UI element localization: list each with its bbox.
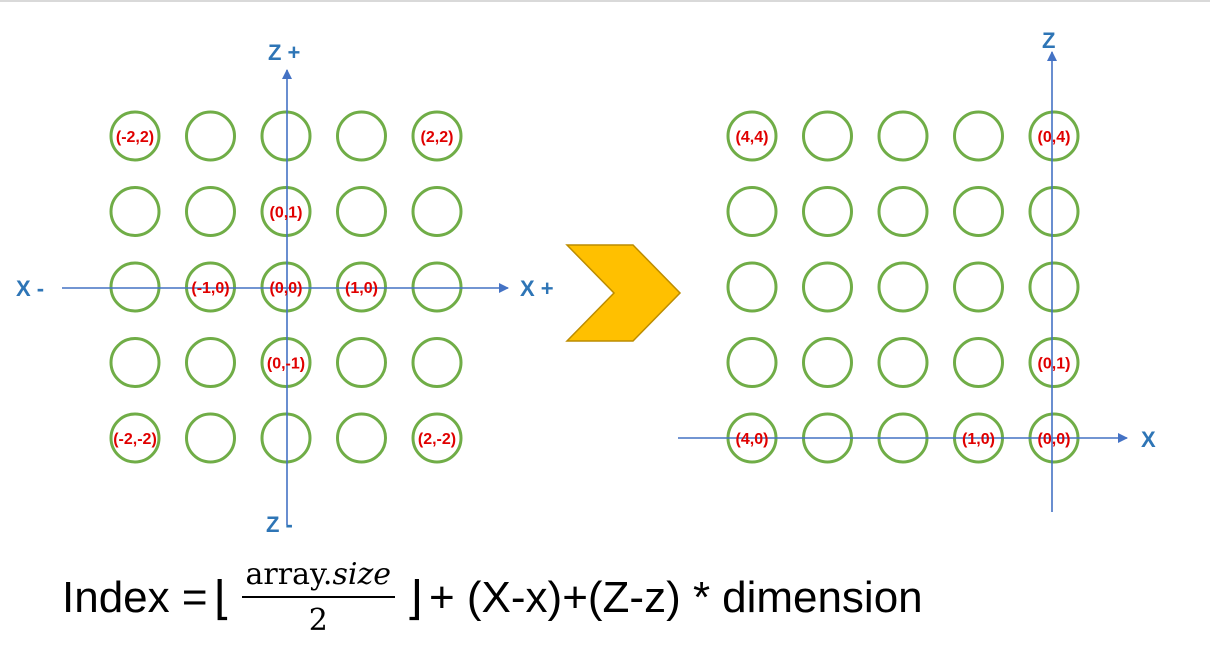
grid-circle	[336, 337, 387, 388]
left-grid-labels: (-2,2) (2,2) (0,1) (-1,0) (0,0) (1,0) (0,-1) (-…	[113, 129, 456, 448]
grid-circle	[802, 110, 853, 162]
grid-circle	[953, 110, 1004, 162]
chevron-right-icon	[565, 244, 682, 342]
grid-circle	[336, 186, 387, 237]
grid-circle	[1028, 337, 1080, 388]
grid-circle	[877, 337, 929, 388]
grid-circle	[802, 261, 853, 313]
grid-circle	[802, 186, 853, 237]
grid-circle	[411, 186, 463, 237]
formula-lhs: Index =	[62, 573, 208, 622]
grid-circle	[185, 186, 236, 237]
right-grid-labels: (4,4) (0,4) (0,1) (4,0) (1,0) (0,0)	[736, 129, 1071, 448]
grid-circle	[336, 110, 387, 162]
grid-circle	[953, 186, 1004, 237]
coordinate-label: (2,2)	[421, 129, 454, 146]
grid-circle	[1028, 186, 1080, 237]
grid-circle	[260, 337, 312, 388]
grid-circle	[336, 261, 387, 313]
left-x-plus-label: X +	[520, 276, 554, 301]
grid-circle	[1028, 110, 1080, 162]
grid-circle	[802, 337, 853, 388]
left-x-minus-label: X -	[16, 276, 44, 301]
floor-open: ⌊	[213, 572, 232, 624]
grid-circle	[411, 412, 463, 464]
formula-dimension: dimension	[722, 573, 923, 622]
grid-circle	[1028, 261, 1080, 313]
grid-circle	[185, 110, 236, 162]
grid-circle	[185, 261, 236, 313]
formula-fraction: array.size 2	[241, 557, 396, 638]
grid-circle	[260, 261, 312, 313]
left-z-plus-label: Z +	[268, 40, 300, 65]
floor-close: ⌋	[405, 572, 423, 624]
formula-rest: + (X-x)+(Z-z) *	[428, 573, 711, 622]
grid-circle	[260, 110, 312, 162]
grid-circle	[109, 186, 161, 237]
coordinate-label: (4,0)	[736, 431, 769, 448]
coordinate-label: (0,4)	[1038, 129, 1071, 146]
grid-circle	[109, 261, 161, 313]
coordinate-label: (0,-1)	[267, 356, 305, 373]
coordinate-label: (4,4)	[736, 129, 769, 146]
coordinate-label: (0,0)	[1038, 431, 1071, 448]
left-z-minus-label: Z -	[266, 512, 293, 537]
grid-circle	[109, 337, 161, 388]
top-border	[0, 0, 1210, 2]
grid-circle	[953, 337, 1004, 388]
coordinate-label: (-2,-2)	[113, 431, 157, 448]
grid-circle	[726, 186, 778, 237]
grid-circle	[411, 110, 463, 162]
index-formula: Index = ⌊ array.size 2 ⌋ + (X-x)+(Z-z) *…	[62, 548, 923, 648]
grid-circle	[109, 110, 161, 162]
left-grid-circles	[109, 110, 463, 464]
coordinate-label: (2,-2)	[418, 431, 456, 448]
grid-circle	[185, 412, 236, 464]
grid-circle	[877, 186, 929, 237]
right-x-label: X	[1141, 427, 1156, 452]
coordinate-label: (0,1)	[270, 205, 303, 222]
grid-circle	[260, 186, 312, 237]
grid-circle	[877, 110, 929, 162]
grid-circle	[726, 110, 778, 162]
coordinate-label: (0,0)	[270, 280, 303, 297]
grid-circle	[411, 337, 463, 388]
grid-circle	[726, 261, 778, 313]
right-grid-circles	[726, 110, 1080, 464]
grid-circle	[953, 261, 1004, 313]
grid-circle	[336, 412, 387, 464]
coordinate-label: (-2,2)	[116, 129, 154, 146]
numerator-size: size	[332, 557, 392, 592]
fraction-numerator: array.size	[241, 557, 396, 598]
grid-circle	[726, 337, 778, 388]
right-z-label: Z	[1042, 28, 1055, 53]
grid-circle	[185, 337, 236, 388]
coordinate-label: (1,0)	[345, 280, 378, 297]
numerator-prefix: array.	[245, 557, 333, 592]
fraction-denominator: 2	[308, 603, 328, 638]
grid-circle	[109, 412, 161, 464]
grid-circle	[411, 261, 463, 313]
coordinate-label: (0,1)	[1038, 356, 1071, 373]
grid-circle	[877, 261, 929, 313]
grid-circle	[260, 412, 312, 464]
coordinate-label: (1,0)	[962, 431, 995, 448]
coordinate-label: (-1,0)	[191, 280, 229, 297]
